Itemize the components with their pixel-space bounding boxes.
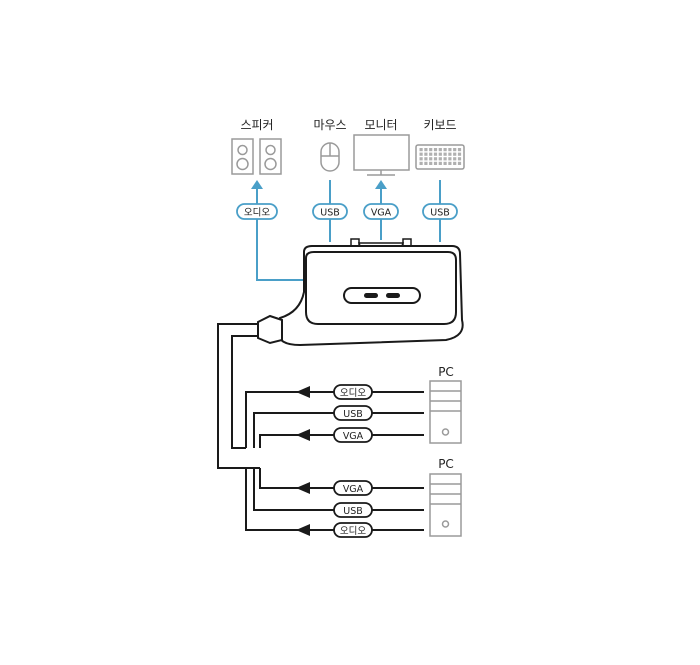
speaker-icon bbox=[231, 138, 282, 175]
keyboard-key bbox=[433, 161, 438, 165]
pc1-label: PC bbox=[438, 365, 454, 379]
audio-output-line bbox=[256, 188, 306, 281]
svg-text:오디오: 오디오 bbox=[340, 388, 366, 399]
keyboard-key bbox=[438, 148, 442, 152]
svg-text:오디오: 오디오 bbox=[340, 526, 366, 537]
svg-text:USB: USB bbox=[430, 208, 450, 219]
keyboard-key bbox=[448, 152, 452, 156]
svg-text:VGA: VGA bbox=[343, 431, 364, 442]
keyboard-key bbox=[453, 161, 457, 165]
keyboard-key bbox=[457, 161, 462, 165]
keyboard-key bbox=[453, 148, 457, 152]
keyboard-key bbox=[429, 161, 433, 165]
cable-bundle bbox=[217, 323, 424, 531]
keyboard-key bbox=[438, 152, 442, 156]
keyboard-key bbox=[424, 152, 428, 156]
keyboard-key bbox=[448, 161, 452, 165]
pc2-vga-tag: VGA bbox=[333, 480, 373, 496]
keyboard-key bbox=[457, 148, 462, 152]
keyboard-key bbox=[443, 148, 447, 152]
keyboard-label: 키보드 bbox=[423, 118, 456, 132]
keyboard-key bbox=[429, 157, 433, 161]
pc1-tower-icon bbox=[429, 380, 462, 444]
keyboard-key bbox=[453, 152, 457, 156]
mouse-icon bbox=[320, 142, 340, 172]
keyboard-usb-tag: USB bbox=[422, 203, 458, 220]
keyboard-key bbox=[438, 161, 442, 165]
pc-cable-arrows bbox=[296, 386, 310, 536]
keyboard-key bbox=[419, 161, 423, 165]
keyboard-key bbox=[429, 152, 433, 156]
svg-text:USB: USB bbox=[343, 409, 363, 420]
pc2-usb-tag: USB bbox=[333, 502, 373, 518]
mouse-label: 마우스 bbox=[313, 118, 346, 132]
monitor-icon bbox=[353, 134, 410, 176]
pc2-label: PC bbox=[438, 457, 454, 471]
audio-tag: 오디오 bbox=[236, 203, 278, 220]
monitor-vga-tag: VGA bbox=[363, 203, 399, 220]
svg-text:오디오: 오디오 bbox=[244, 208, 270, 219]
keyboard-key bbox=[448, 148, 452, 152]
keyboard-key bbox=[453, 157, 457, 161]
mouse-usb-tag: USB bbox=[312, 203, 348, 220]
keyboard-key bbox=[433, 157, 438, 161]
pc2-audio-tag: 오디오 bbox=[333, 522, 373, 538]
keyboard-key bbox=[443, 161, 447, 165]
keyboard-key bbox=[419, 148, 423, 152]
svg-text:VGA: VGA bbox=[371, 208, 392, 219]
keyboard-key bbox=[424, 148, 428, 152]
keyboard-key bbox=[443, 157, 447, 161]
pc2-tower-icon bbox=[429, 473, 462, 537]
keyboard-icon bbox=[415, 144, 465, 170]
keyboard-key bbox=[429, 148, 433, 152]
svg-text:USB: USB bbox=[343, 506, 363, 517]
pc1-audio-tag: 오디오 bbox=[333, 384, 373, 400]
vga-arrow-icon bbox=[375, 180, 387, 189]
pc1-vga-tag: VGA bbox=[333, 427, 373, 443]
monitor-label: 모니터 bbox=[364, 118, 397, 132]
keyboard-key bbox=[433, 152, 438, 156]
speaker-label: 스피커 bbox=[240, 118, 273, 132]
keyboard-key bbox=[433, 148, 438, 152]
keyboard-key bbox=[457, 157, 462, 161]
svg-text:VGA: VGA bbox=[343, 484, 364, 495]
keyboard-key bbox=[457, 152, 462, 156]
pc1-usb-tag: USB bbox=[333, 405, 373, 421]
keyboard-key bbox=[443, 152, 447, 156]
kvm-switch bbox=[257, 238, 464, 347]
svg-text:USB: USB bbox=[320, 208, 340, 219]
keyboard-key bbox=[448, 157, 452, 161]
keyboard-key bbox=[419, 152, 423, 156]
keyboard-key bbox=[424, 161, 428, 165]
keyboard-key bbox=[419, 157, 423, 161]
keyboard-key bbox=[438, 157, 442, 161]
keyboard-key bbox=[424, 157, 428, 161]
audio-arrow-icon bbox=[251, 180, 263, 189]
switch-buttons bbox=[343, 287, 421, 304]
